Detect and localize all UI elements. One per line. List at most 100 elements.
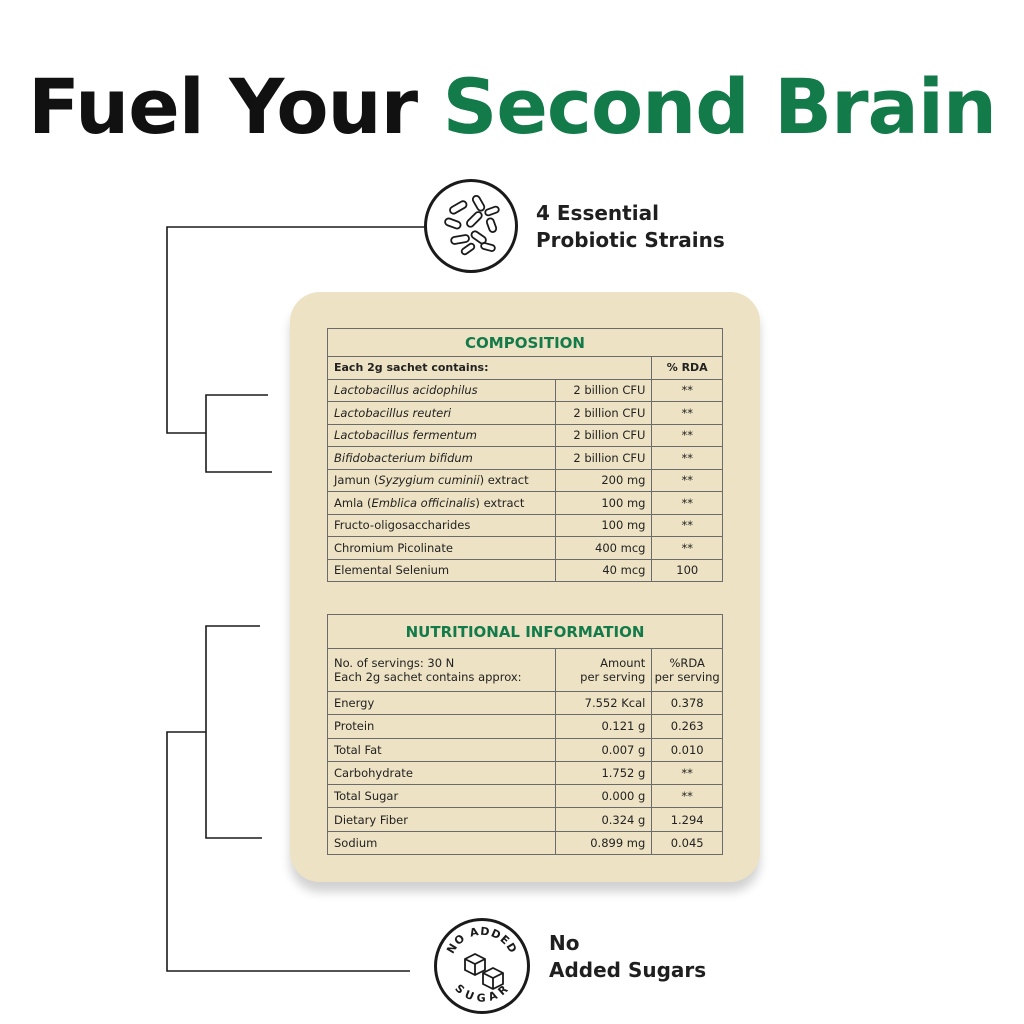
headline-part1: Fuel Your <box>28 62 418 151</box>
composition-header-rda: % RDA <box>651 356 723 380</box>
headline-part2: Second Brain <box>442 62 997 151</box>
nutrition-label: Total Fat <box>327 737 556 762</box>
composition-row: Lactobacillus fermentum 2 billion CFU** <box>326 423 723 447</box>
nutrition-amount: 1.752 g <box>554 760 653 786</box>
composition-ingredient: Amla (Emblica officinalis) extract <box>326 491 557 515</box>
nutrition-rda: 0.378 <box>651 690 723 716</box>
probiotic-line1: 4 Essential <box>536 201 659 225</box>
ingredient-text: Amla ( <box>334 495 372 510</box>
nutrition-rda: ** <box>651 784 723 809</box>
composition-rda: ** <box>651 468 723 492</box>
ingredient-suffix: ) extract <box>479 473 529 488</box>
sugar-line1: No <box>549 931 580 955</box>
nutrition-amount: 0.000 g <box>554 784 653 809</box>
composition-amount: 2 billion CFU <box>555 401 653 425</box>
no-added-sugar-icon: NO ADDED SUGAR <box>434 918 530 1014</box>
composition-amount: 400 mcg <box>555 536 653 560</box>
nutrition-rda: 1.294 <box>651 807 723 832</box>
composition-row: Chromium Picolinate 400 mcg** <box>326 536 723 560</box>
nutrition-rda: ** <box>651 760 723 786</box>
composition-title: COMPOSITION <box>327 328 723 357</box>
composition-rda: ** <box>651 491 723 515</box>
nutrition-title: NUTRITIONAL INFORMATION <box>327 614 723 649</box>
nutrition-label: Sodium <box>327 830 556 856</box>
ingredient-suffix: ) extract <box>475 495 525 510</box>
composition-ingredient: Chromium Picolinate <box>326 536 557 560</box>
probiotic-feature-text: 4 Essential Probiotic Strains <box>536 200 725 254</box>
composition-amount: 40 mcg <box>555 558 653 582</box>
nutrition-label: Carbohydrate <box>327 760 556 786</box>
composition-rda: ** <box>651 401 723 425</box>
nutrition-label: Energy <box>327 690 556 716</box>
composition-amount: 100 mg <box>555 491 653 515</box>
composition-ingredient: Lactobacillus reuteri <box>326 401 557 425</box>
probiotic-line2: Probiotic Strains <box>536 228 725 252</box>
nutrition-amount: 0.324 g <box>554 807 653 832</box>
nutrition-header-amount: Amount per serving <box>554 648 653 692</box>
nutrition-rda: 0.263 <box>651 714 723 739</box>
ingredient-italic: Syzygium cuminii <box>378 473 480 488</box>
nutrition-header-rda-2: per serving <box>654 670 720 684</box>
composition-rda: ** <box>651 513 723 537</box>
ingredient-italic: Lactobacillus reuteri <box>334 405 452 420</box>
ingredient-italic: Bifidobacterium bifidum <box>334 450 473 465</box>
composition-row: Fructo-oligosaccharides 100 mg** <box>326 513 723 537</box>
composition-rda: ** <box>651 423 723 447</box>
nutrition-amount: 0.899 mg <box>554 830 653 856</box>
composition-ingredient: Jamun (Syzygium cuminii) extract <box>326 468 557 492</box>
composition-header-label: Each 2g sachet contains: <box>326 356 653 380</box>
ingredient-italic: Lactobacillus fermentum <box>334 428 477 443</box>
nutrition-header-rda: %RDA per serving <box>651 648 723 692</box>
bacteria-icon <box>424 179 518 273</box>
nutrition-amount: 0.121 g <box>554 714 653 739</box>
sugar-line2: Added Sugars <box>549 958 707 982</box>
composition-row: Lactobacillus acidophilus 2 billion CFU** <box>326 378 723 402</box>
nutrition-table: NUTRITIONAL INFORMATION No. of servings:… <box>327 614 723 856</box>
composition-ingredient: Elemental Selenium <box>326 558 557 582</box>
nutrition-label: Dietary Fiber <box>327 807 556 832</box>
composition-amount: 200 mg <box>555 468 653 492</box>
ingredient-italic: Emblica officinalis <box>371 495 476 510</box>
sugar-cube-icon <box>464 952 504 991</box>
nutrition-header-label-1: No. of servings: 30 N <box>334 656 455 670</box>
composition-amount: 2 billion CFU <box>555 446 653 470</box>
composition-rda: ** <box>651 536 723 560</box>
composition-ingredient: Lactobacillus acidophilus <box>326 378 557 402</box>
nutrition-label: Protein <box>327 714 556 739</box>
sugar-badge-top: NO ADDED <box>444 925 519 956</box>
nutrition-header-label-2: Each 2g sachet contains approx: <box>334 670 522 684</box>
composition-rda: ** <box>651 446 723 470</box>
composition-ingredient: Fructo-oligosaccharides <box>326 513 557 537</box>
nutrition-label: Total Sugar <box>327 784 556 809</box>
nutrition-header-amount-2: per serving <box>580 670 646 684</box>
composition-ingredient: Lactobacillus fermentum <box>326 423 557 447</box>
nutrition-amount: 0.007 g <box>554 737 653 762</box>
ingredient-text: Chromium Picolinate <box>334 540 453 555</box>
composition-amount: 100 mg <box>555 513 653 537</box>
nutrition-header-rda-1: %RDA <box>669 656 705 670</box>
svg-text:NO ADDED: NO ADDED <box>444 925 520 956</box>
composition-amount: 2 billion CFU <box>555 378 653 402</box>
ingredient-italic: Lactobacillus acidophilus <box>334 383 478 398</box>
composition-ingredient: Bifidobacterium bifidum <box>326 446 557 470</box>
composition-table: COMPOSITION Each 2g sachet contains: % R… <box>326 328 723 582</box>
composition-amount: 2 billion CFU <box>555 423 653 447</box>
nutrition-amount: 7.552 Kcal <box>554 690 653 716</box>
composition-row: Lactobacillus reuteri 2 billion CFU** <box>326 401 723 425</box>
composition-rda: ** <box>651 378 723 402</box>
nutrition-rda: 0.010 <box>651 737 723 762</box>
ingredient-text: Fructo-oligosaccharides <box>334 518 471 533</box>
ingredient-text: Jamun ( <box>334 473 379 488</box>
nutrition-header-label: No. of servings: 30 N Each 2g sachet con… <box>327 648 556 692</box>
